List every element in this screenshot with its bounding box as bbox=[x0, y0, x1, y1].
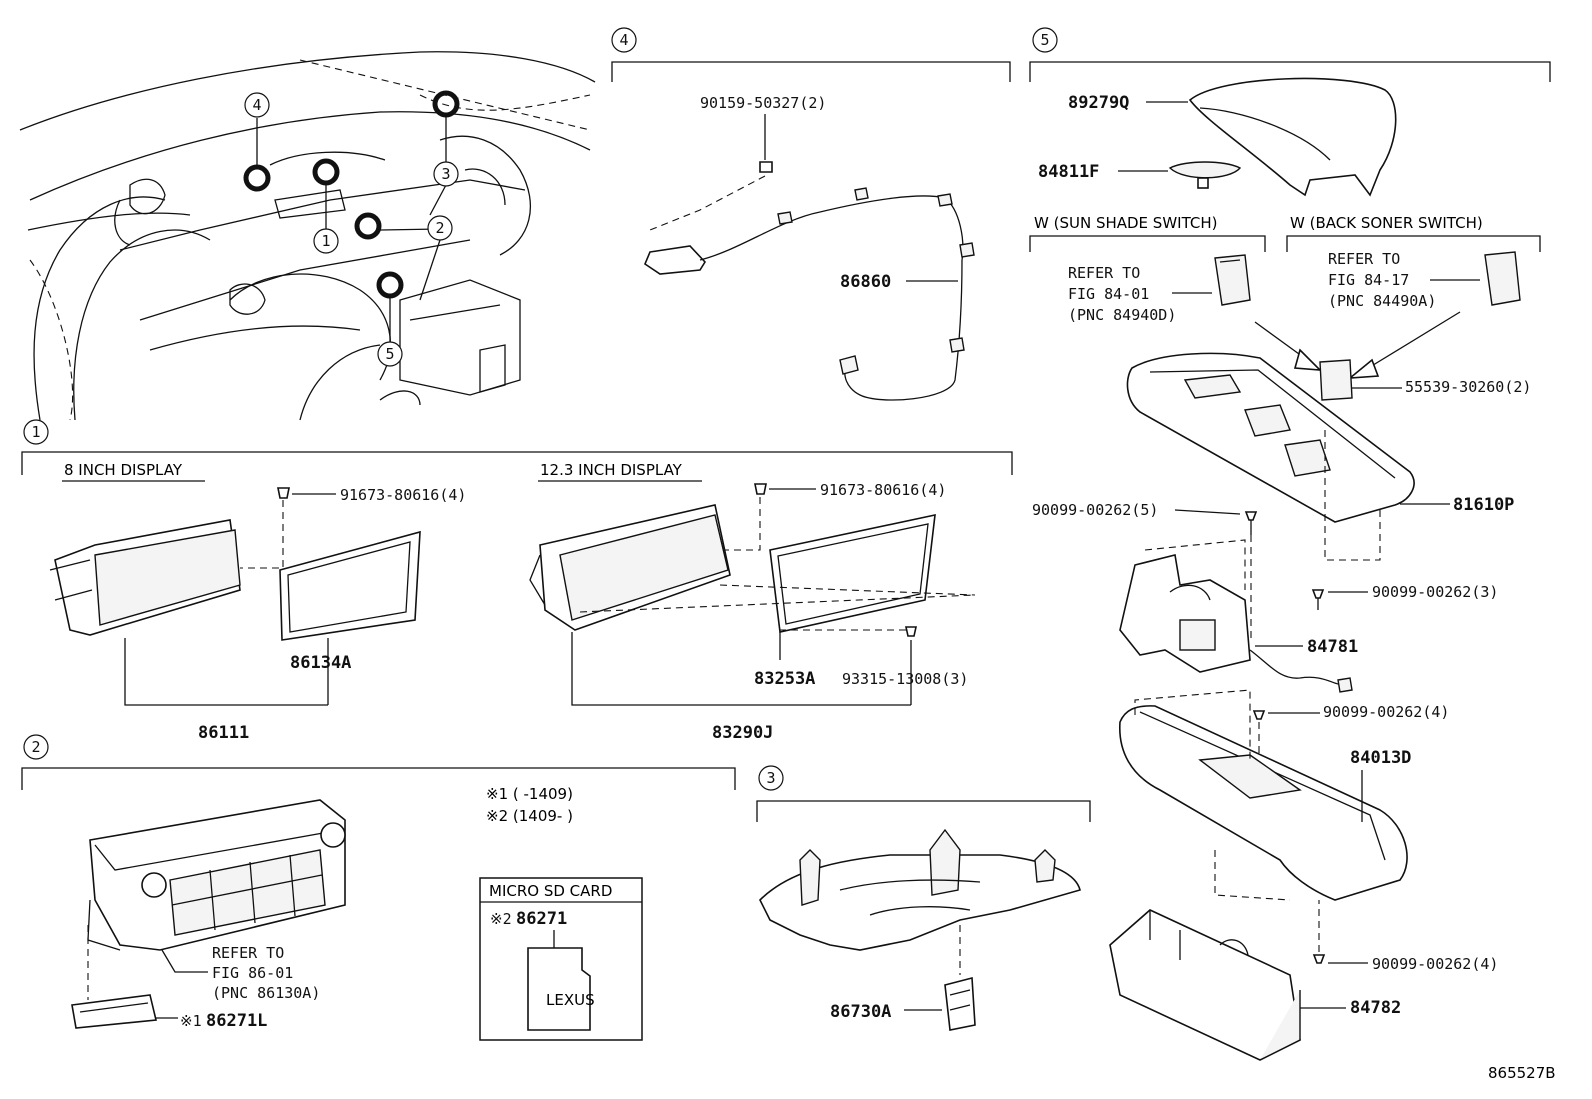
part-84013D: 84013D bbox=[1350, 748, 1411, 768]
display-12-title: 12.3 INCH DISPLAY bbox=[540, 461, 683, 479]
part-89279Q: 89279Q bbox=[1068, 93, 1129, 113]
section-2-number: 2 bbox=[31, 738, 40, 756]
section-1: 1 8 INCH DISPLAY 91673-80616(4) 86134A 8… bbox=[21, 419, 1013, 743]
sd-card-brand: LEXUS bbox=[546, 991, 595, 1009]
callout-4-top: 4 bbox=[252, 96, 261, 114]
interior-overview bbox=[19, 51, 596, 421]
part-86860: 86860 bbox=[840, 272, 891, 292]
callout-2-top: 2 bbox=[435, 219, 444, 237]
variant-back-soner-title: W (BACK SONER SWITCH) bbox=[1290, 214, 1483, 232]
figure-id: 865527B bbox=[1488, 1064, 1556, 1082]
section-2: 2 ※1 ( -1409) ※2 (1409- ) ※1 86271L REFE… bbox=[21, 734, 736, 1031]
section-1-number: 1 bbox=[31, 423, 40, 441]
display-8-assy: 86111 bbox=[198, 723, 249, 743]
variant-2-refer-line1: REFER TO bbox=[1328, 250, 1400, 268]
part-90099-00262-4a: 90099-00262(4) bbox=[1323, 703, 1449, 721]
sd-card-mark: ※2 bbox=[490, 910, 512, 928]
part-55539-30260: 55539-30260(2) bbox=[1405, 378, 1531, 396]
part-84781: 84781 bbox=[1307, 637, 1358, 657]
part-90099-00262-5: 90099-00262(5) bbox=[1032, 501, 1158, 519]
section-3-number: 3 bbox=[766, 769, 775, 787]
sd-card-part: 86271 bbox=[516, 909, 567, 929]
s2-refer-line3: (PNC 86130A) bbox=[212, 984, 320, 1002]
callout-1-top: 1 bbox=[321, 232, 330, 250]
display-12-screw: 91673-80616(4) bbox=[820, 481, 946, 499]
variant-2-refer-line2: FIG 84-17 bbox=[1328, 271, 1409, 289]
section-5: 5 89279Q 84811F W (SUN SHADE SWITCH) W (… bbox=[1029, 27, 1551, 1061]
section-4-number: 4 bbox=[619, 31, 628, 49]
section-3: 3 86730A bbox=[756, 765, 1091, 1031]
interior-callouts: 4 1 2 3 5 bbox=[244, 92, 459, 367]
variant-1-refer-line1: REFER TO bbox=[1068, 264, 1140, 282]
variant-1-refer-line3: (PNC 84940D) bbox=[1068, 306, 1176, 324]
display-8-panel: 86134A bbox=[290, 653, 351, 673]
part-81610P: 81610P bbox=[1453, 495, 1514, 515]
part-90099-00262-4b: 90099-00262(4) bbox=[1372, 955, 1498, 973]
part-90159-50327: 90159-50327(2) bbox=[700, 94, 826, 112]
note-2: ※2 (1409- ) bbox=[486, 807, 573, 825]
variant-2-refer-line3: (PNC 84490A) bbox=[1328, 292, 1436, 310]
display-12-assy: 83290J bbox=[712, 723, 773, 743]
part-86730A: 86730A bbox=[830, 1002, 891, 1022]
micro-sd-card-box: MICRO SD CARD ※2 86271 LEXUS bbox=[479, 877, 643, 1041]
section-4: 4 90159-50327(2) 86860 bbox=[611, 27, 1011, 401]
part-84811F: 84811F bbox=[1038, 162, 1099, 182]
s2-refer-line2: FIG 86-01 bbox=[212, 964, 293, 982]
display-12-screw-b: 93315-13008(3) bbox=[842, 670, 968, 688]
sd-card-icon bbox=[527, 947, 591, 1031]
callout-3-top: 3 bbox=[441, 165, 450, 183]
display-8-title: 8 INCH DISPLAY bbox=[64, 461, 183, 479]
note-1: ※1 ( -1409) bbox=[486, 785, 573, 803]
sd-card-title: MICRO SD CARD bbox=[489, 882, 612, 900]
s2-refer-line1: REFER TO bbox=[212, 944, 284, 962]
part-86271L: 86271L bbox=[206, 1011, 267, 1031]
display-8-screw: 91673-80616(4) bbox=[340, 486, 466, 504]
part-90099-00262-3: 90099-00262(3) bbox=[1372, 583, 1498, 601]
display-12-panel: 83253A bbox=[754, 669, 815, 689]
part-84782: 84782 bbox=[1350, 998, 1401, 1018]
callout-5-top: 5 bbox=[385, 345, 394, 363]
section-5-number: 5 bbox=[1040, 31, 1049, 49]
variant-sun-shade-title: W (SUN SHADE SWITCH) bbox=[1034, 214, 1217, 232]
variant-1-refer-line2: FIG 84-01 bbox=[1068, 285, 1149, 303]
mark-86271L: ※1 bbox=[180, 1012, 202, 1030]
